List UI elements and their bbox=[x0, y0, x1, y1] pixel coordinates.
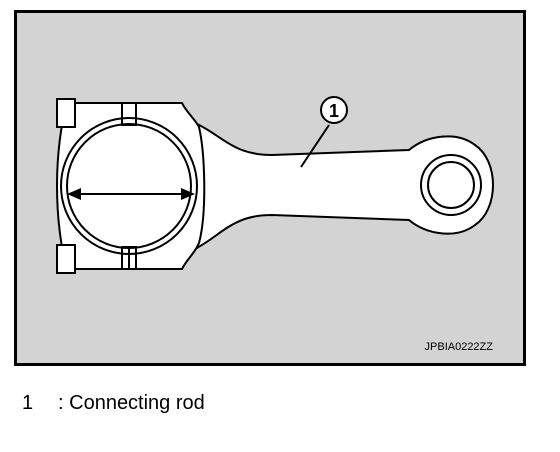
legend-separator: : bbox=[58, 392, 64, 414]
diameter-arrow-left-head bbox=[67, 188, 81, 200]
legend: 1: Connecting rod bbox=[22, 392, 205, 415]
small-end-bore bbox=[427, 161, 475, 209]
figure-code: JPBIA0222ZZ bbox=[424, 341, 493, 353]
notch-top bbox=[121, 103, 137, 126]
bolt-boss-top bbox=[56, 98, 76, 128]
connecting-rod-diagram: 1 bbox=[55, 96, 494, 274]
legend-number: 1 bbox=[22, 392, 34, 414]
legend-text: Connecting rod bbox=[69, 392, 205, 414]
big-end-bore bbox=[66, 123, 192, 249]
callout-circle bbox=[320, 96, 348, 124]
connecting-rod-shank bbox=[194, 121, 494, 251]
diameter-arrow-right-head bbox=[181, 188, 195, 200]
callout-number: 1 bbox=[329, 101, 339, 121]
bolt-boss-bottom bbox=[56, 244, 76, 274]
callout-leader-line bbox=[300, 124, 330, 168]
diagram-frame: 1 JPBIA0222ZZ bbox=[14, 10, 526, 366]
